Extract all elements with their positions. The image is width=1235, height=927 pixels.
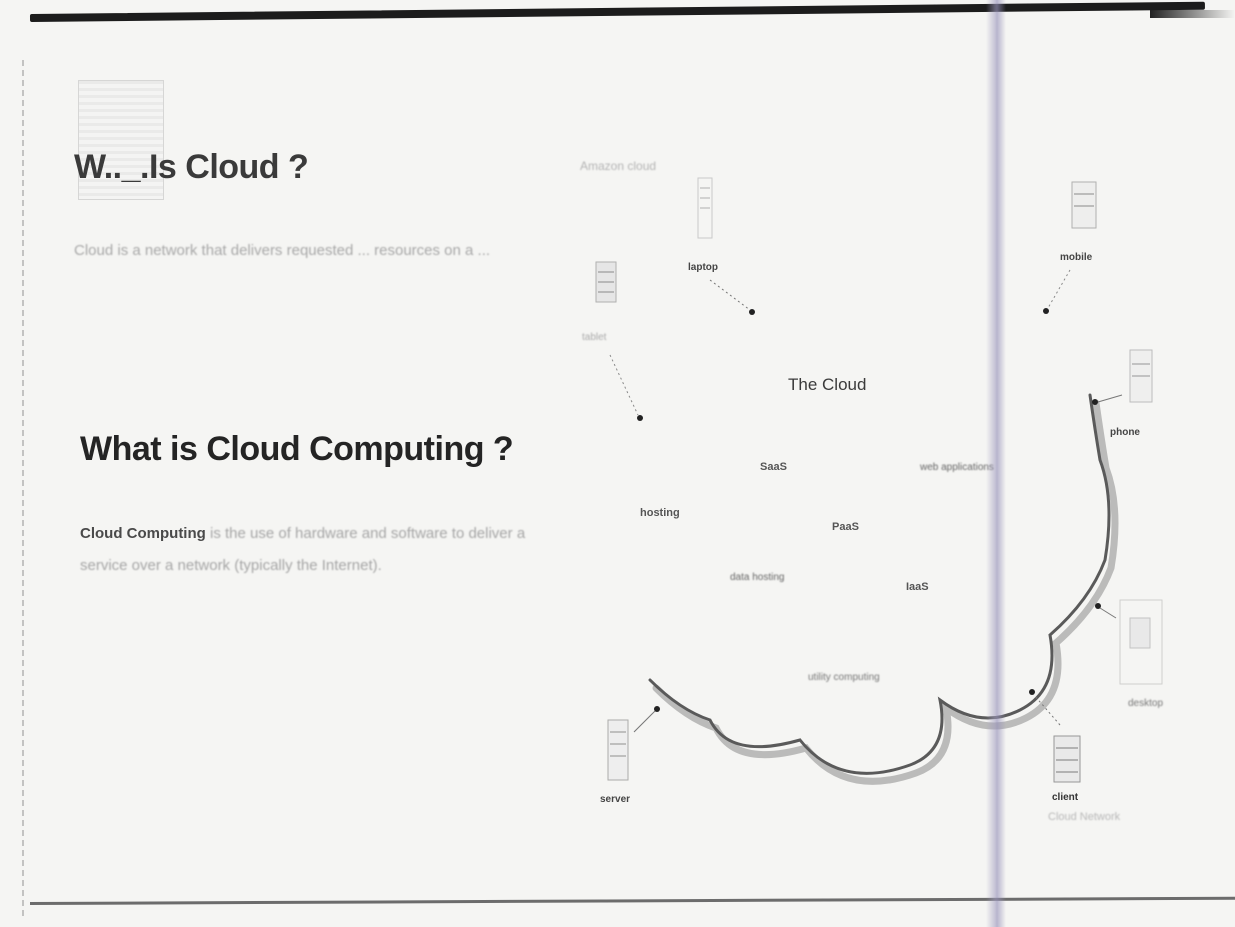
cloud-computing-description: Cloud Computing is the use of hardware a… <box>80 518 550 582</box>
heading-what-is-cloud-computing: What is Cloud Computing ? <box>80 430 514 468</box>
client-device-1 <box>697 177 713 239</box>
arrow-3 <box>1047 269 1071 309</box>
heading-what-is-cloud: W.._.Is Cloud ? <box>74 148 309 186</box>
client-label-7: client <box>1052 792 1079 803</box>
client-device-3 <box>1071 181 1097 229</box>
service-label-1: SaaS <box>760 461 787 473</box>
diagram-top-caption: Amazon cloud <box>580 159 656 173</box>
service-label-3: hosting <box>640 507 680 519</box>
cloud-computing-definition: is the use of hardware and software to d… <box>80 525 526 574</box>
client-label-6: server <box>600 794 630 805</box>
bottom-rule <box>29 896 1235 905</box>
faded-logo-mark <box>78 80 164 200</box>
arrow-6-head <box>654 706 660 712</box>
cloud-description: Cloud is a network that delivers request… <box>74 242 491 259</box>
service-label-7: utility computing <box>808 672 880 683</box>
client-device-2 <box>595 261 617 303</box>
client-device-5 <box>1119 599 1163 685</box>
arrow-7-head <box>1029 689 1035 695</box>
arrow-4 <box>1097 394 1123 403</box>
arrow-2 <box>609 354 639 416</box>
client-device-4 <box>1129 349 1153 403</box>
arrow-4-head <box>1092 399 1098 405</box>
service-label-6: IaaS <box>906 581 929 593</box>
page-fold-shadow <box>986 0 1006 927</box>
cloud-shape <box>648 393 1111 775</box>
cloud-diagram: Amazon cloud The Cloud SaaS web applicat… <box>560 140 1235 850</box>
arrow-3-head <box>1043 308 1049 314</box>
service-label-4: PaaS <box>832 521 859 533</box>
client-label-3: mobile <box>1060 252 1093 263</box>
client-label-4: phone <box>1110 427 1140 438</box>
client-label-1: laptop <box>688 262 718 273</box>
arrow-2-head <box>637 415 643 421</box>
cloud-computing-term: Cloud Computing <box>80 525 206 542</box>
arrow-6 <box>633 709 657 733</box>
client-device-6 <box>607 719 629 781</box>
arrow-7 <box>1033 694 1061 726</box>
arrow-1 <box>709 279 751 311</box>
arrow-5-head <box>1095 603 1101 609</box>
left-page-edge <box>22 60 24 920</box>
arrow-5 <box>1099 607 1117 619</box>
diagram-bottom-caption: Cloud Network <box>1048 811 1121 823</box>
service-label-5: data hosting <box>730 572 785 583</box>
cloud-shape-shadow <box>652 399 1119 785</box>
client-label-5: desktop <box>1128 698 1163 709</box>
top-rule-fade <box>1150 10 1235 18</box>
cloud-diagram-svg: Amazon cloud The Cloud SaaS web applicat… <box>580 159 1163 823</box>
arrow-1-head <box>749 309 755 315</box>
client-label-2: tablet <box>582 332 607 343</box>
cloud-title: The Cloud <box>788 375 866 394</box>
top-rule <box>29 1 1205 22</box>
client-device-7 <box>1053 735 1081 783</box>
service-label-2: web applications <box>919 462 994 473</box>
